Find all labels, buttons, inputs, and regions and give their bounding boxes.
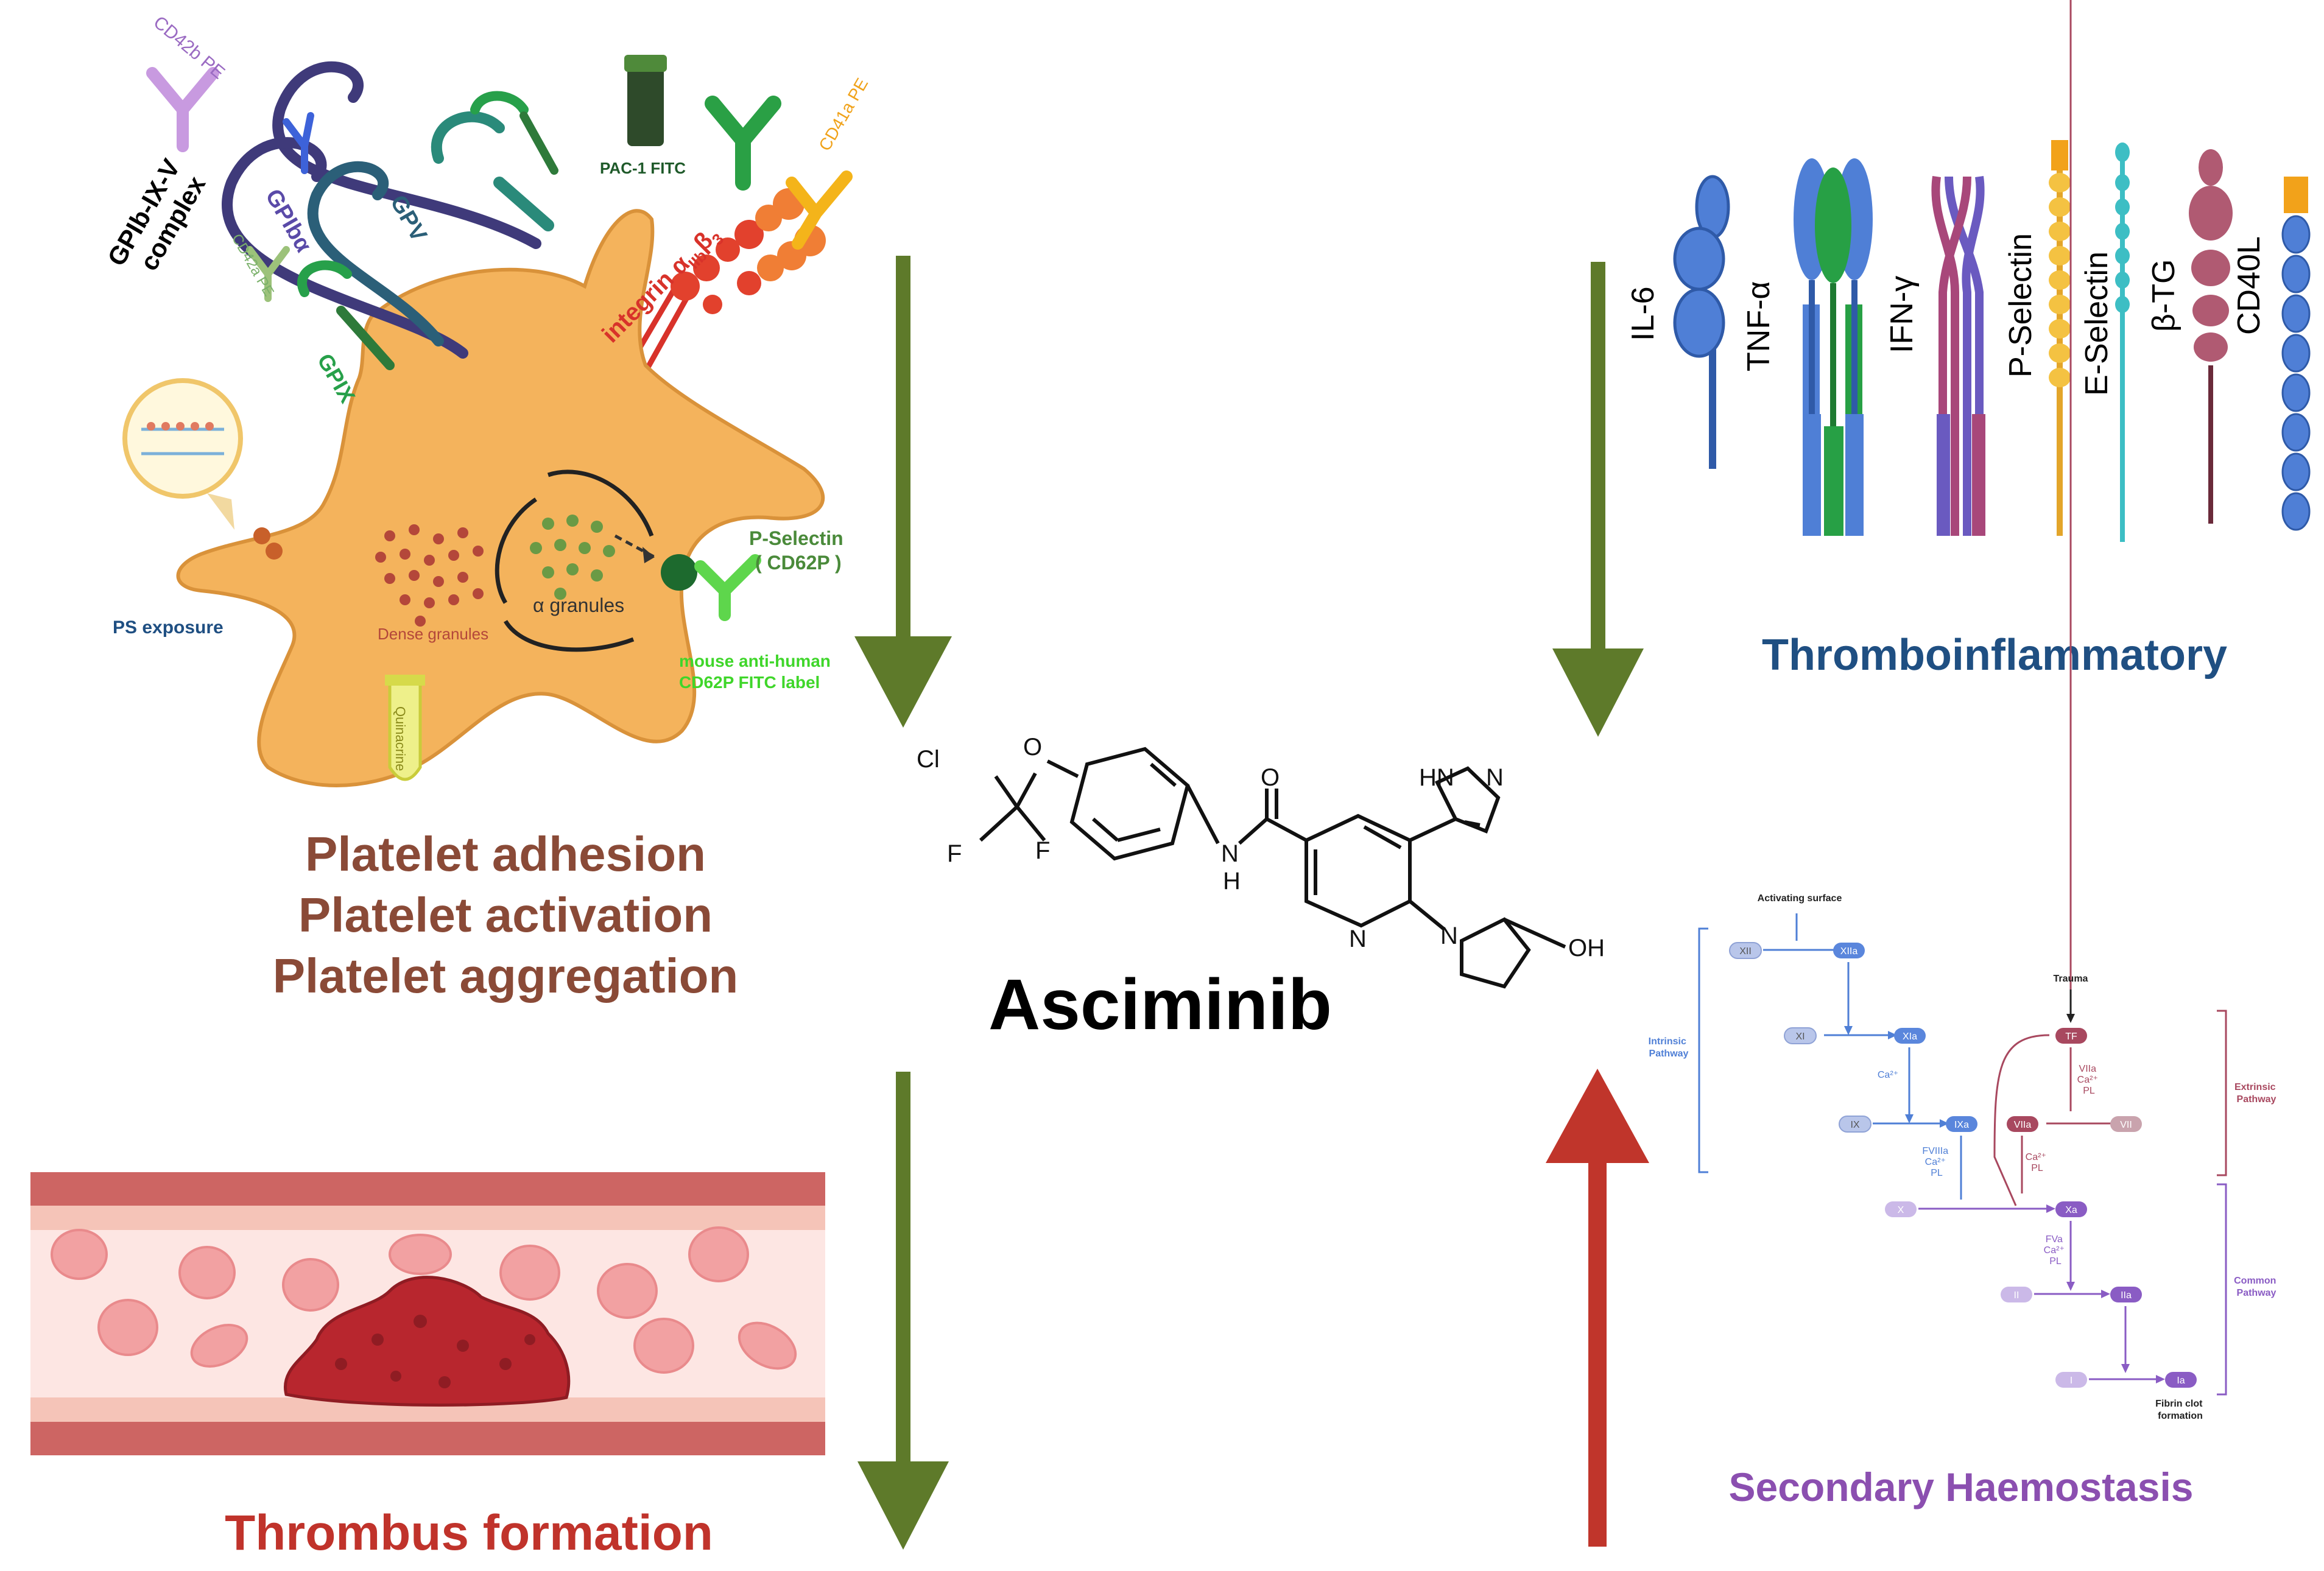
node-ix: IX	[1850, 1120, 1859, 1130]
activating-surface-label: Activating surface	[1758, 893, 1842, 904]
label-ps-exposure: PS exposure	[113, 617, 224, 638]
label-cd41a-pe: CD41a PE	[815, 75, 872, 154]
label-antibody: mouse anti-human CD62P FITC label	[679, 652, 836, 692]
node-viia: VIIa	[2014, 1120, 2032, 1130]
trauma-label: Trauma	[2054, 974, 2088, 984]
pac1-vial	[624, 55, 667, 146]
atom-oh: OH	[1568, 935, 1605, 961]
common-label: Common Pathway	[2234, 1276, 2279, 1298]
blood-vessel	[30, 1172, 825, 1455]
label-cd42b-pe: CD42b PE	[150, 12, 229, 83]
atom-f1: F	[947, 840, 962, 867]
arrow-platelet-to-drug	[854, 256, 952, 728]
node-xiia: XIIa	[1840, 946, 1858, 957]
node-vii: VII	[2120, 1120, 2132, 1130]
platelet-body	[176, 209, 825, 787]
cascade-nodes	[1729, 942, 2197, 1388]
asciminib-structure	[979, 747, 1566, 989]
cofactor-ca-ix: Ca²⁺	[1878, 1070, 1898, 1080]
atom-n-pyrazole: N	[1486, 764, 1504, 791]
node-ia: Ia	[2177, 1376, 2185, 1386]
marker-il6: IL-6	[1625, 286, 1661, 341]
arrow-inflammation-to-drug	[1552, 262, 1644, 737]
label-gpiba: GPIbα	[260, 185, 316, 257]
label-dense-granules: Dense granules	[378, 625, 488, 643]
label-gpix: GPIX	[312, 350, 361, 407]
marker-pselectin: P-Selectin	[2003, 233, 2038, 378]
outcome-aggregation: Platelet aggregation	[273, 949, 739, 1003]
thromboinflammatory-title: Thromboinflammatory	[1762, 631, 2227, 680]
atom-o-carbonyl: O	[1261, 764, 1280, 791]
fibrin-clot-label: Fibrin clot formation	[2155, 1399, 2205, 1421]
intrinsic-label: Intrinsic Pathway	[1649, 1036, 1689, 1059]
node-iia: IIa	[2121, 1290, 2132, 1301]
atom-cl: Cl	[917, 746, 940, 773]
atom-o: O	[1023, 734, 1042, 761]
marker-tnfa: TNF-α	[1741, 281, 1776, 371]
node-xia: XIa	[1903, 1032, 1917, 1042]
marker-eselectin: E-Selectin	[2079, 251, 2114, 396]
arrow-drug-to-thrombus	[857, 1072, 949, 1550]
label-pac1-fitc: PAC-1 FITC	[600, 159, 686, 177]
label-alpha-granules: α granules	[533, 594, 624, 616]
node-x: X	[1898, 1205, 1904, 1215]
arrow-haemostasis-to-drug	[1546, 1069, 1649, 1547]
atom-n-pyrrolidine: N	[1440, 923, 1458, 949]
cofactor-tf-complex: VIIa Ca²⁺ PL	[2077, 1064, 2101, 1096]
thrombus-clot	[284, 1276, 571, 1407]
atom-n-pyridine: N	[1349, 926, 1367, 952]
integrin-beads	[671, 188, 826, 314]
outcome-adhesion: Platelet adhesion	[305, 827, 706, 881]
label-p-selectin: P-Selectin ( CD62P )	[749, 527, 849, 574]
alpha-granules	[530, 515, 615, 600]
marker-cd40l: CD40L	[2231, 236, 2267, 335]
extrinsic-label: Extrinsic Pathway	[2234, 1082, 2278, 1105]
cofactor-fva: FVa Ca²⁺ PL	[2044, 1234, 2068, 1267]
label-quinacrine: Quinacrine	[393, 706, 408, 771]
cofactor-viia: Ca²⁺ PL	[2026, 1152, 2049, 1173]
outcome-activation: Platelet activation	[298, 888, 713, 942]
cofactor-fviiia: FVIIIa Ca²⁺ PL	[1922, 1146, 1951, 1178]
atom-f2: F	[1035, 837, 1050, 864]
node-tf: TF	[2065, 1032, 2077, 1042]
node-ii: II	[2014, 1290, 2019, 1301]
node-xi: XI	[1795, 1032, 1805, 1042]
p-selectin-sphere	[661, 554, 697, 591]
gpib-receptors	[146, 61, 853, 621]
dense-granules	[375, 524, 484, 627]
node-xa: Xa	[2065, 1205, 2077, 1215]
atom-h-amide: H	[1223, 868, 1241, 894]
coagulation-cascade	[1698, 0, 2227, 1396]
marker-ifng: IFN-γ	[1884, 276, 1920, 353]
quinacrine-tube	[385, 675, 425, 781]
secondary-haemostasis-title: Secondary Haemostasis	[1728, 1464, 2193, 1509]
thrombus-title: Thrombus formation	[225, 1505, 713, 1561]
node-ixa: IXa	[1954, 1120, 1969, 1130]
platelet-illustration	[122, 209, 825, 787]
cytokine-structures	[1673, 140, 2311, 542]
drug-name: Asciminib	[988, 965, 1332, 1045]
ps-exposure-bubble	[122, 378, 243, 499]
node-i: I	[2070, 1376, 2072, 1386]
atom-n-amide: N	[1221, 840, 1239, 867]
atom-hn: HN	[1419, 764, 1454, 791]
node-xii: XII	[1739, 946, 1752, 957]
marker-btg: β-TG	[2146, 259, 2181, 332]
label-gpib-complex: GPIb-IX-V complex	[102, 148, 216, 286]
